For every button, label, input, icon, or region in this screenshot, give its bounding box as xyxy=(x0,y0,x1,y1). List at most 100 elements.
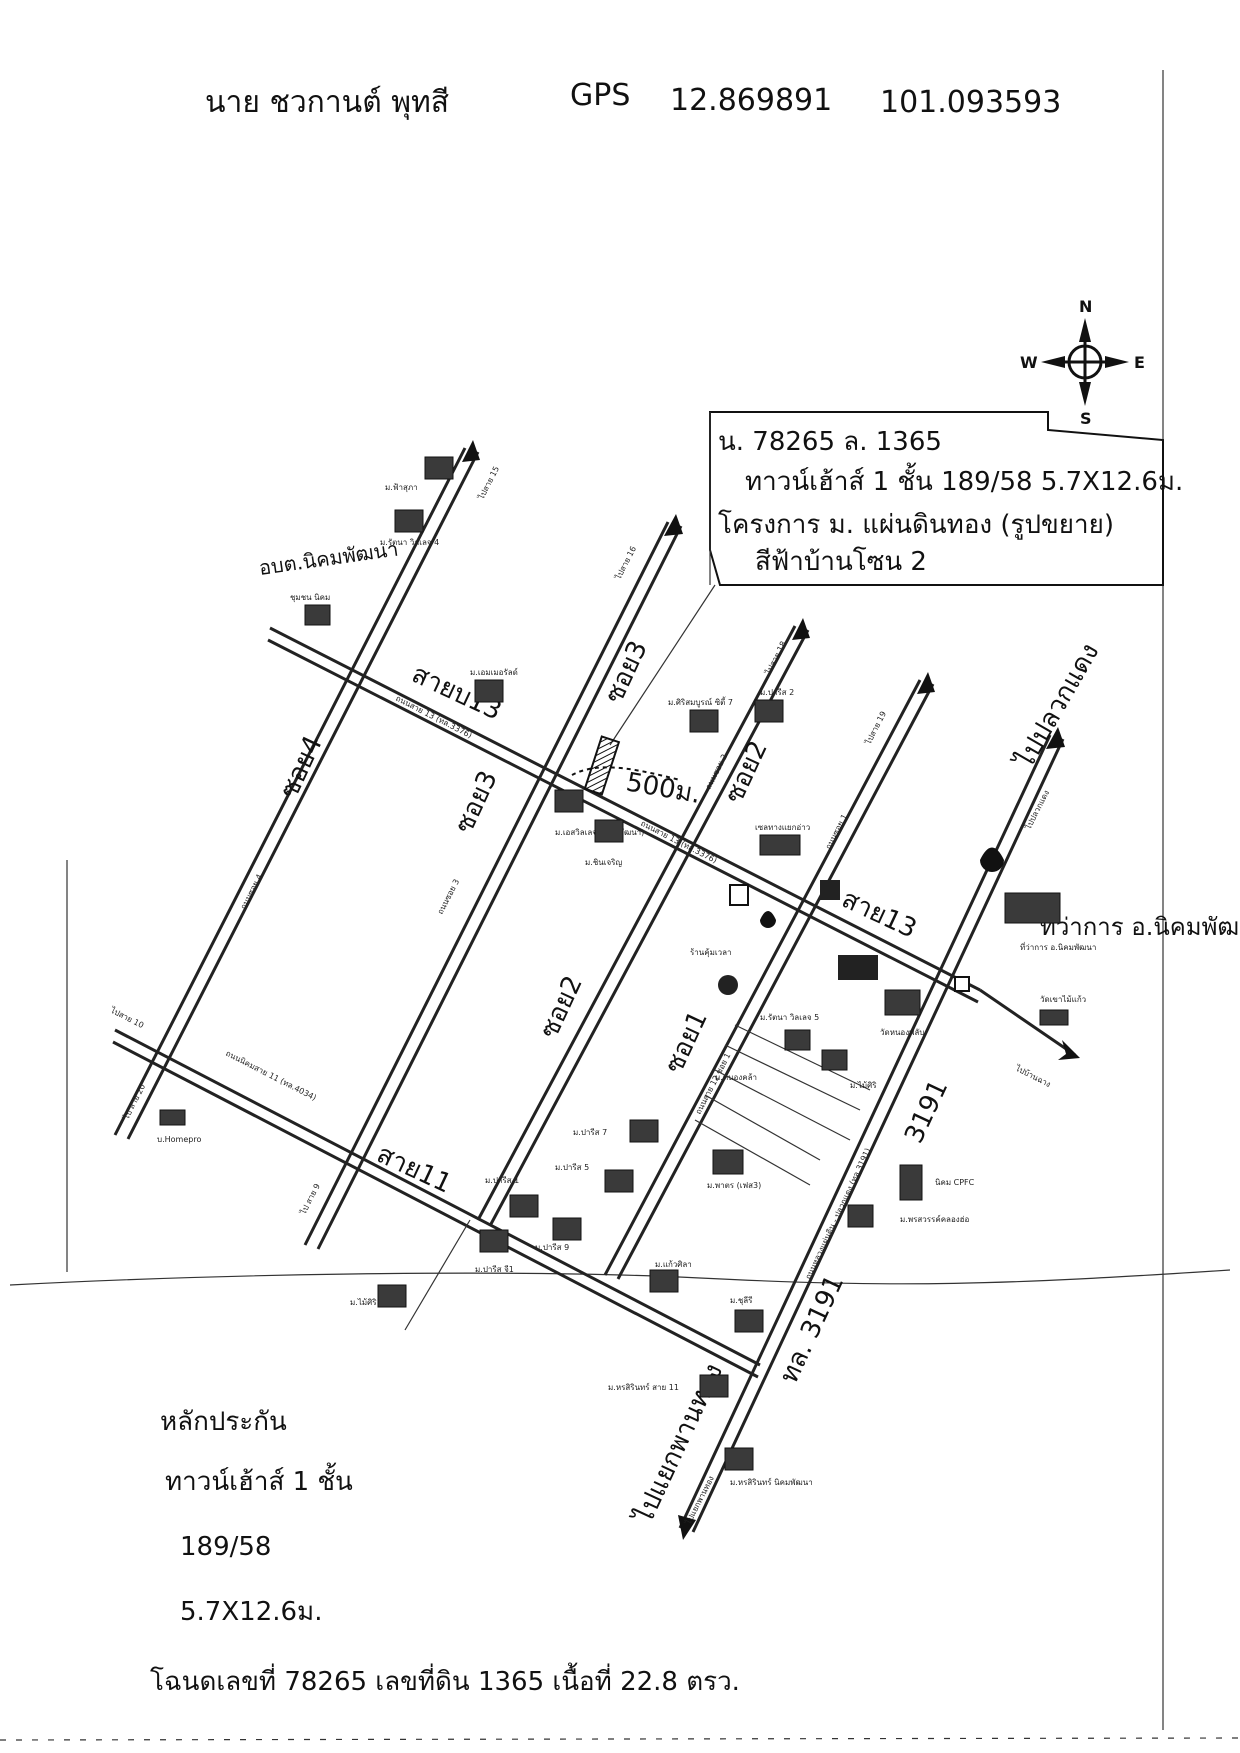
svg-text:ม.ไม้ศิริ: ม.ไม้ศิริ xyxy=(350,1298,377,1307)
scan-fold-line xyxy=(9,1269,1231,1286)
printed-to19: ไปสาย 19 xyxy=(863,710,888,747)
compass-w: W xyxy=(1020,353,1038,372)
house-icon xyxy=(159,1109,186,1126)
label-3191-b: ทล. 3191 xyxy=(774,1270,850,1388)
svg-text:ม.เอมเมอรัลด์: ม.เอมเมอรัลด์ xyxy=(470,667,518,677)
info-title-deed: น. 78265 ล. 1365 xyxy=(718,427,942,457)
svg-text:ม.ปารีส 2: ม.ปารีส 2 xyxy=(760,688,794,697)
label-3191-a: 3191 xyxy=(899,1075,954,1148)
government-building-icon xyxy=(1004,892,1061,924)
scan-edge-line xyxy=(0,1737,1240,1741)
svg-text:ม.รัตนา วิลเลจ 4: ม.รัตนา วิลเลจ 4 xyxy=(380,538,439,547)
house-icon xyxy=(394,509,424,533)
svg-text:บ.Homepro: บ.Homepro xyxy=(157,1135,201,1144)
svg-text:วัดหนองพลับ: วัดหนองพลับ xyxy=(880,1028,924,1037)
property-info-box xyxy=(709,411,1164,586)
bank-icon xyxy=(820,880,840,900)
gps-latitude: 12.869891 xyxy=(670,83,832,118)
compass-rose-icon xyxy=(1041,318,1129,406)
label-soi2-a: ซอย2 xyxy=(719,736,774,808)
printed-to-sai10: ไปสาย 10 xyxy=(108,1005,145,1030)
svg-text:ม.หรสิรินทร์ สาย 11: ม.หรสิรินทร์ สาย 11 xyxy=(608,1382,679,1392)
label-soi1: ซอย1 xyxy=(659,1006,714,1078)
info-zone: สีฟ้าบ้านโซน 2 xyxy=(755,546,927,577)
house-icon xyxy=(649,1269,679,1293)
factory-icon xyxy=(899,1164,923,1201)
gps-label: GPS xyxy=(570,78,630,113)
compass-n: N xyxy=(1079,297,1092,316)
fuel-drop-icon xyxy=(980,847,1004,872)
house-icon xyxy=(847,1204,874,1228)
house-icon xyxy=(377,1284,407,1308)
distance-dashed-line xyxy=(571,766,681,781)
svg-text:ที่ว่าการ อ.นิคมพัฒนา: ที่ว่าการ อ.นิคมพัฒนา xyxy=(1020,941,1096,952)
svg-text:ม.ปารีส 7: ม.ปารีส 7 xyxy=(573,1128,607,1137)
note-house-number: 189/58 xyxy=(180,1532,271,1562)
label-soi4: ซอย4 xyxy=(274,731,329,803)
svg-text:เซลทางแยกอ่าว: เซลทางแยกอ่าว xyxy=(755,823,810,832)
market-icon xyxy=(718,975,738,995)
road-soi2 xyxy=(476,618,810,1225)
printed-soi1: ถนนซอย 1 xyxy=(824,813,849,851)
svg-text:ร้านคุ้มเวลา: ร้านคุ้มเวลา xyxy=(690,948,732,957)
house-icon xyxy=(754,699,784,723)
svg-text:ม.ปารีส 5: ม.ปารีส 5 xyxy=(555,1163,589,1172)
svg-text:นิคม CPFC: นิคม CPFC xyxy=(935,1178,975,1187)
note-title-deed: โฉนดเลขที่ 78265 เลขที่ดิน 1365 เนื้อที่… xyxy=(150,1662,740,1697)
owner-name: นาย ชวกานต์ พุทสี xyxy=(205,85,449,121)
svg-text:ม.พรสวรรค์คลองฮ่อ: ม.พรสวรรค์คลองฮ่อ xyxy=(900,1214,970,1224)
house-icon xyxy=(821,1049,848,1071)
note-townhouse: ทาวน์เฮ้าส์ 1 ชั้น xyxy=(165,1462,353,1497)
house-icon xyxy=(304,604,331,626)
house-icon xyxy=(734,1309,764,1333)
info-townhouse: ทาวน์เฮ้าส์ 1 ชั้น 189/58 5.7X12.6ม. xyxy=(745,462,1183,497)
printed-to16: ไปสาย 16 xyxy=(613,545,638,582)
road-11 xyxy=(112,1028,761,1379)
temple-icon xyxy=(884,989,921,1016)
shop-icon xyxy=(838,955,878,980)
label-sai11: สาย11 xyxy=(372,1139,456,1199)
note-collateral: หลักประกัน xyxy=(160,1407,287,1437)
house-icon xyxy=(424,456,454,480)
fuel-drop-icon xyxy=(760,911,776,928)
house-icon xyxy=(479,1229,509,1253)
label-soi3-a: ซอย3 xyxy=(449,766,504,838)
subdivision-streets xyxy=(404,1024,871,1331)
road-3191 xyxy=(678,727,1065,1540)
road-soi3 xyxy=(303,514,683,1250)
house-icon xyxy=(552,1217,582,1241)
house-icon xyxy=(712,1149,744,1175)
label-amphoe: ที่ว่าการ อ.นิคมพัฒนา xyxy=(1040,910,1240,941)
svg-text:ม.ศิริสมบูรณ์ ซิตี้ 7: ม.ศิริสมบูรณ์ ซิตี้ 7 xyxy=(668,696,733,708)
house-icon xyxy=(724,1447,754,1471)
svg-text:ม.ปารีส 9: ม.ปารีส 9 xyxy=(535,1243,569,1252)
info-project: โครงการ ม. แผ่นดินทอง (รูปขยาย) xyxy=(718,509,1114,540)
landmark-buildings: ม.ฟ้าสุภา ม.รัตนา วิลเลจ 4 ชุมชน นิคม ม.… xyxy=(157,456,1096,1487)
svg-text:ม.หรสิรินทร์ นิคมพัฒนา: ม.หรสิรินทร์ นิคมพัฒนา xyxy=(730,1477,813,1487)
house-icon xyxy=(604,1169,634,1193)
property-plot xyxy=(583,735,621,796)
gps-longitude: 101.093593 xyxy=(880,85,1061,120)
svg-text:ม.ปารีส 1: ม.ปารีส 1 xyxy=(485,1176,519,1185)
label-distance: 500ม. xyxy=(624,767,703,810)
house-icon xyxy=(784,1029,811,1051)
label-soi2-b: ซอย2 xyxy=(534,971,589,1043)
svg-text:ชุมชน นิคม: ชุมชน นิคม xyxy=(290,593,330,602)
house-icon xyxy=(509,1194,539,1218)
printed-soi3: ถนนซอย 3 xyxy=(436,878,461,916)
svg-text:ม.ฟ้าสุภา: ม.ฟ้าสุภา xyxy=(385,483,418,492)
svg-text:ม.แก้วศิลา: ม.แก้วศิลา xyxy=(655,1260,692,1269)
svg-text:ม.หนองคล้า: ม.หนองคล้า xyxy=(715,1073,757,1082)
svg-text:ม.ชินเจริญ: ม.ชินเจริญ xyxy=(585,858,622,867)
svg-text:ม.พาตร (เฟส3): ม.พาตร (เฟส3) xyxy=(707,1181,761,1190)
printed-sai12: ถนนสาย 12 ซอย 1 xyxy=(694,1052,733,1116)
house-icon xyxy=(629,1119,659,1143)
shop-icon xyxy=(759,834,801,856)
house-icon xyxy=(689,709,719,733)
compass-s: S xyxy=(1080,409,1092,428)
svg-text:ม.รัตนา วิลเลจ 5: ม.รัตนา วิลเลจ 5 xyxy=(760,1013,819,1022)
house-icon xyxy=(594,819,624,843)
printed-to-sai9: ไป สาย 9 xyxy=(298,1182,322,1217)
convenience-store-icon xyxy=(729,884,749,906)
